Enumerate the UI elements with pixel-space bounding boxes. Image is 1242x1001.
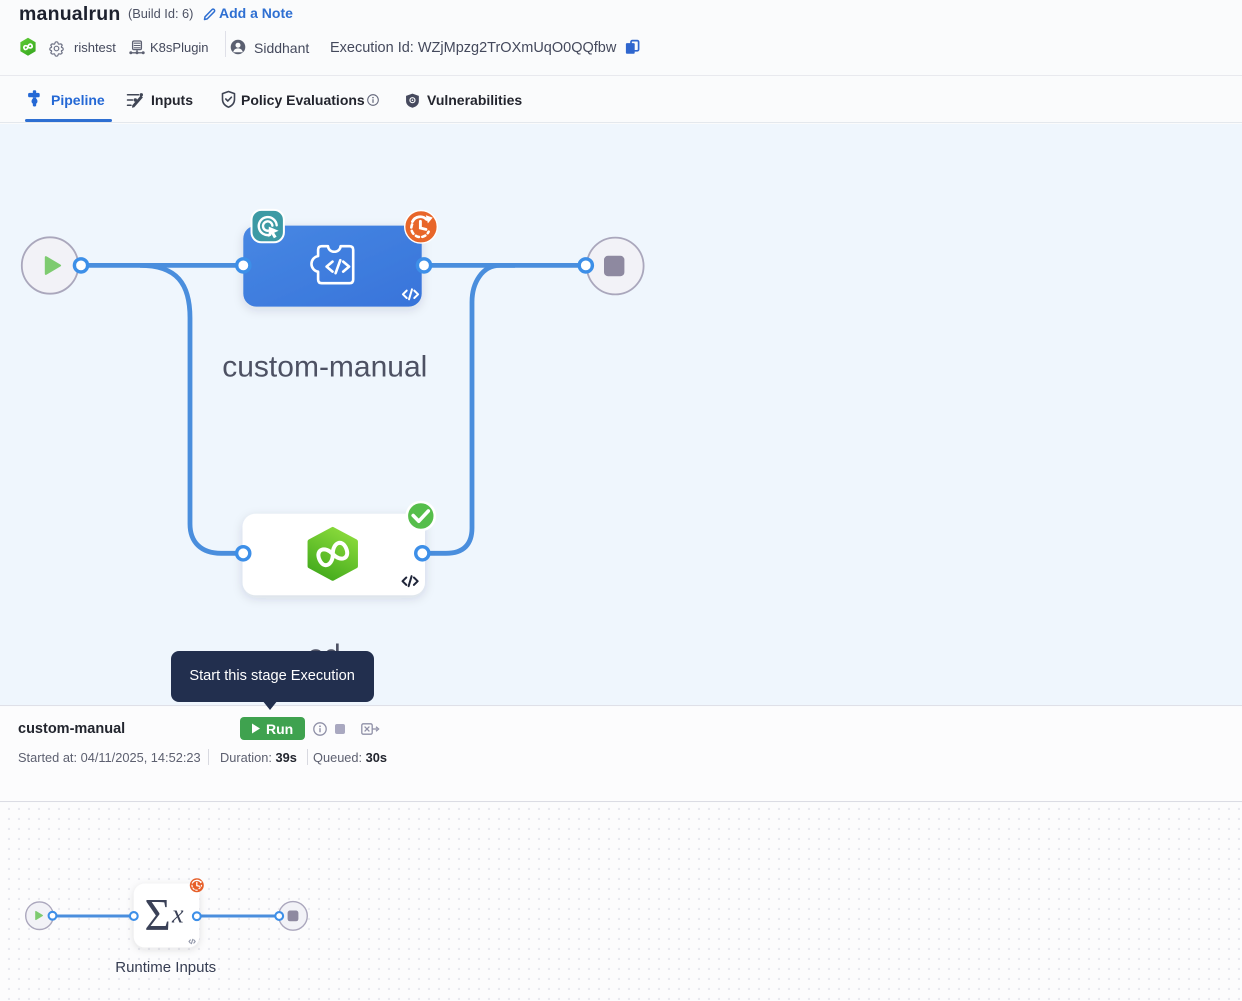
svg-text:x: x [171, 900, 184, 929]
svg-text:Σ: Σ [145, 890, 171, 940]
svg-text:custom-manual: custom-manual [222, 351, 427, 384]
svg-text:Runtime Inputs: Runtime Inputs [115, 959, 216, 976]
